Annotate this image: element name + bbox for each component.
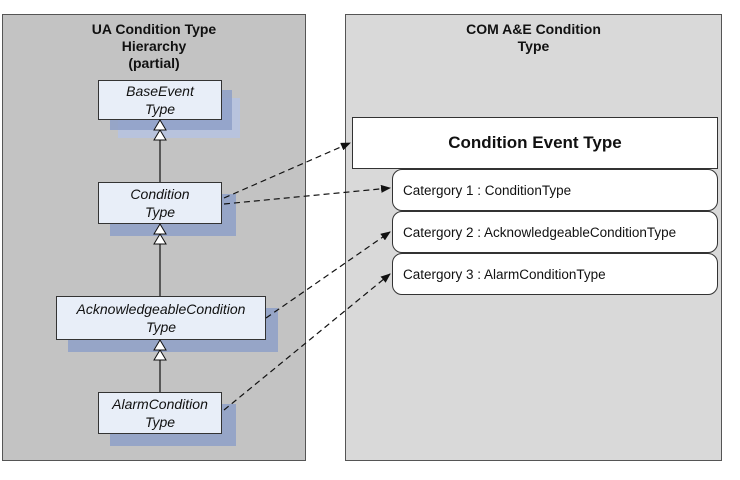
ae-condition-title-line-1: COM A&E Condition bbox=[466, 21, 601, 37]
inheritance-arrow-base-event-2 bbox=[153, 119, 167, 131]
ae-condition-title: COM A&E Condition Type bbox=[346, 21, 721, 55]
category-2-box: Catergory 2 : AcknowledgeableConditionTy… bbox=[392, 211, 718, 253]
ua-hierarchy-title-line-3: (partial) bbox=[128, 55, 180, 71]
alarm-condition-type-line-2: Type bbox=[144, 414, 176, 430]
mapping-arrow-acknowledgeable-to-category-2 bbox=[265, 231, 391, 319]
base-event-type-box: BaseEvent Type bbox=[98, 80, 222, 120]
mapping-arrow-condition-to-category-1 bbox=[223, 184, 391, 205]
category-2-label: Catergory 2 : AcknowledgeableConditionTy… bbox=[403, 224, 677, 240]
ua-hierarchy-title: UA Condition Type Hierarchy (partial) bbox=[3, 21, 305, 72]
inheritance-arrow-condition-1 bbox=[153, 233, 167, 245]
ua-hierarchy-title-line-1: UA Condition Type bbox=[91, 21, 217, 37]
condition-event-type-box: Condition Event Type bbox=[352, 117, 718, 169]
category-3-box: Catergory 3 : AlarmConditionType bbox=[392, 253, 718, 295]
inheritance-arrow-acknowledgeable-1 bbox=[153, 349, 167, 361]
acknowledgeable-condition-type-box: AcknowledgeableCondition Type bbox=[56, 296, 266, 340]
category-1-box: Catergory 1 : ConditionType bbox=[392, 169, 718, 211]
condition-type-line-2: Type bbox=[144, 204, 176, 220]
base-event-type-line-2: Type bbox=[144, 101, 176, 117]
mapping-arrow-condition-to-event-type bbox=[223, 142, 351, 199]
condition-type-line-1: Condition bbox=[130, 186, 190, 202]
alarm-condition-type-line-1: AlarmCondition bbox=[112, 396, 208, 412]
condition-type-box: Condition Type bbox=[98, 182, 222, 224]
acknowledgeable-condition-type-line-1: AcknowledgeableCondition bbox=[76, 301, 246, 317]
inheritance-arrow-base-event-1 bbox=[153, 129, 167, 141]
inheritance-arrow-acknowledgeable-2 bbox=[153, 339, 167, 351]
ua-hierarchy-title-line-2: Hierarchy bbox=[121, 38, 187, 54]
category-3-label: Catergory 3 : AlarmConditionType bbox=[403, 266, 606, 282]
inheritance-arrow-condition-2 bbox=[153, 223, 167, 235]
condition-event-type-label: Condition Event Type bbox=[448, 133, 622, 152]
ae-condition-title-line-2: Type bbox=[517, 38, 550, 54]
base-event-type-line-1: BaseEvent bbox=[126, 83, 194, 99]
category-1-label: Catergory 1 : ConditionType bbox=[403, 182, 572, 198]
mapping-arrow-alarm-to-category-3 bbox=[223, 273, 391, 411]
acknowledgeable-condition-type-line-2: Type bbox=[145, 319, 177, 335]
alarm-condition-type-box: AlarmCondition Type bbox=[98, 392, 222, 434]
